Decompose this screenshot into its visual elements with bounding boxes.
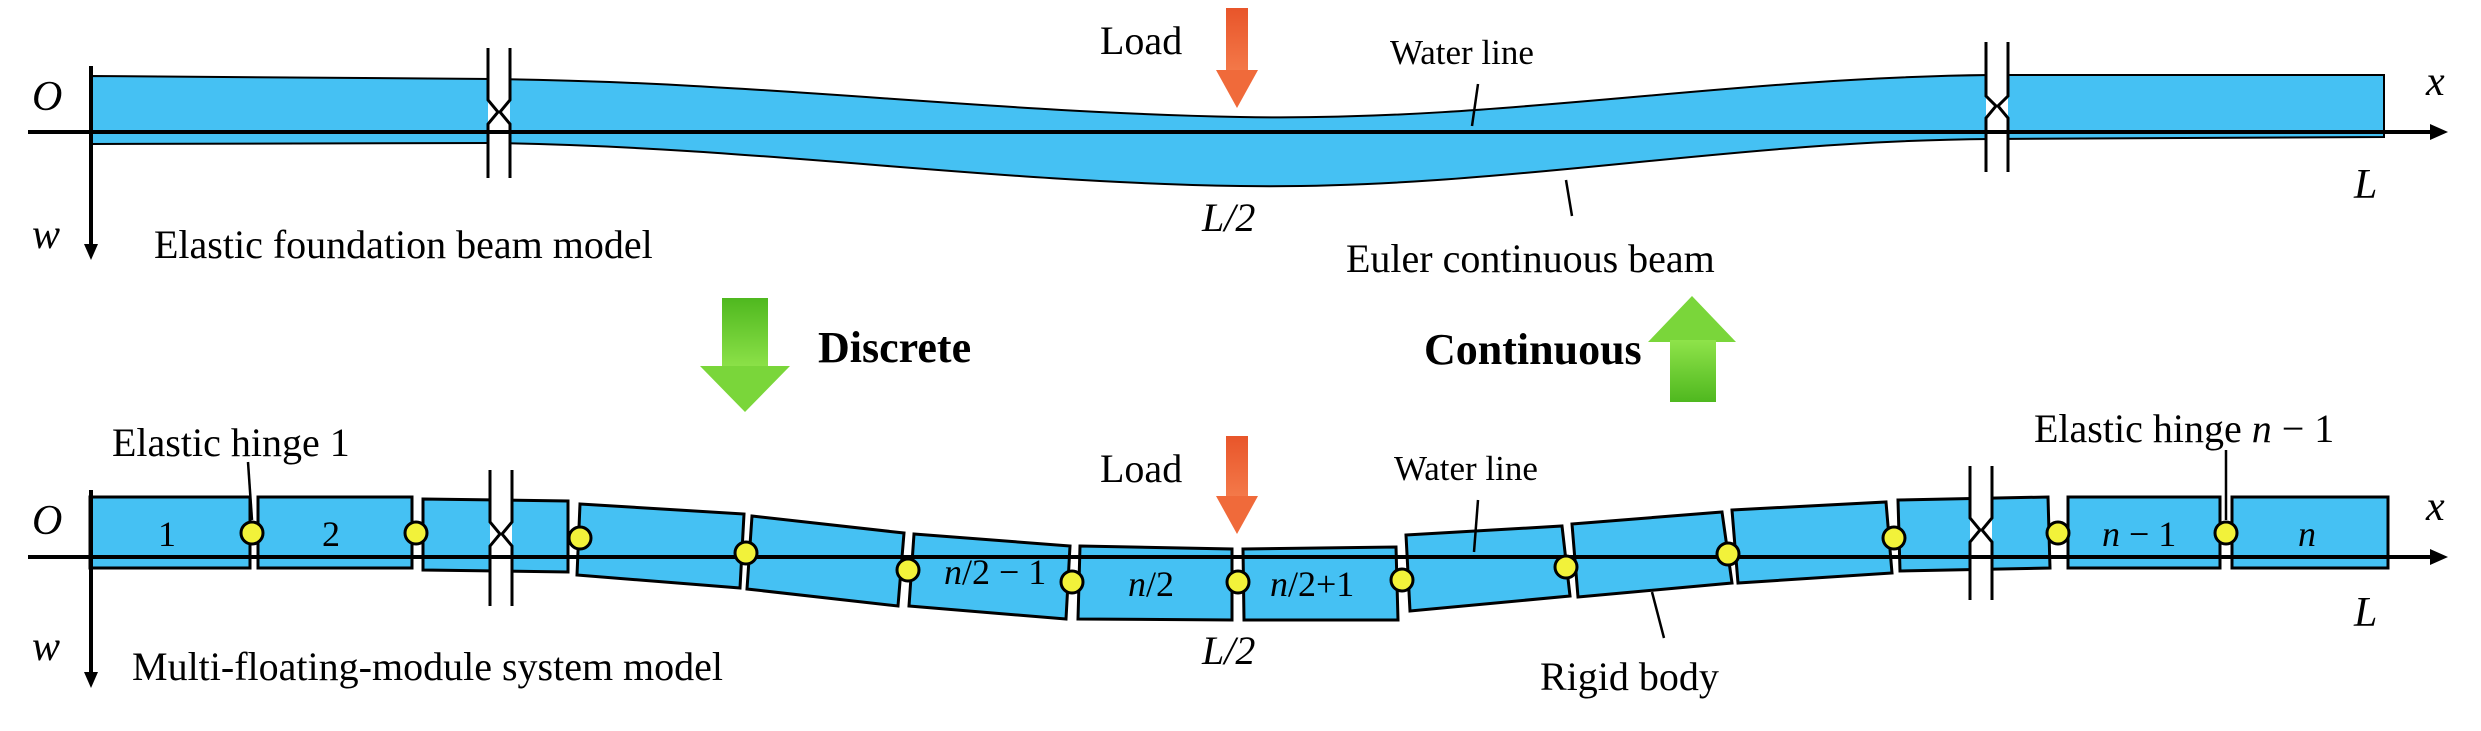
hinge-8 xyxy=(1389,567,1415,593)
hinge-n-minus-1-suffix: − 1 xyxy=(2272,406,2335,451)
bottom-break-mark-right xyxy=(1968,466,1994,600)
module-label-1: 1 xyxy=(158,514,176,554)
top-water-line-label: Water line xyxy=(1390,33,1534,72)
top-panel: O x w L L/2 Load Water line Euler contin… xyxy=(28,8,2448,281)
hinge-4 xyxy=(733,540,759,566)
module-2 xyxy=(256,495,414,570)
hinge-n-minus-1-prefix: Elastic hinge xyxy=(2034,406,2252,451)
module-5 xyxy=(745,514,906,608)
module-label-half-plus-1-var: n xyxy=(1270,564,1288,604)
module-11 xyxy=(1730,500,1894,585)
rigid-body-label: Rigid body xyxy=(1540,654,1719,699)
continuous-arrow xyxy=(1648,296,1736,402)
top-x-label: x xyxy=(2425,59,2445,105)
module-label-half-var: n xyxy=(1128,564,1146,604)
module-label-n-minus-1: n − 1 xyxy=(2102,514,2176,554)
hinge-1-label: Elastic hinge 1 xyxy=(112,420,350,465)
top-mid-label-text: L/2 xyxy=(1201,195,1255,240)
module-label-half-minus-1-var: n xyxy=(944,552,962,592)
module-7 xyxy=(1076,544,1234,622)
top-mid-label: L/2 xyxy=(1201,195,1255,240)
hinge-6 xyxy=(1059,569,1085,595)
hinge-7 xyxy=(1225,569,1251,595)
rigid-body-leader xyxy=(1650,591,1666,639)
module-label-2: 2 xyxy=(322,514,340,554)
bottom-origin-label: O xyxy=(32,498,62,544)
bottom-mid-label: L/2 xyxy=(1201,628,1255,673)
module-8 xyxy=(1241,545,1400,622)
module-label-n: n xyxy=(2298,514,2316,554)
top-water-line-leader xyxy=(1470,83,1480,127)
module-label-half-plus-1-rest: /2+1 xyxy=(1288,564,1354,604)
module-n xyxy=(2230,495,2390,570)
module-label-half-minus-1-rest: /2 − 1 xyxy=(962,552,1046,592)
hinge-10 xyxy=(1715,541,1741,567)
hinge-n-minus-1-label: Elastic hinge n − 1 xyxy=(2034,406,2334,451)
module-label-half-minus-1: n/2 − 1 xyxy=(944,552,1046,592)
bottom-load-label: Load xyxy=(1100,446,1182,491)
hinge-1-leader xyxy=(246,461,254,521)
hinge-2 xyxy=(403,520,429,546)
module-label-n-minus-1-var: n xyxy=(2102,514,2120,554)
bottom-panel: 1 2 n/2 − 1 n/2 n/2+1 n − 1 n O x w L L/… xyxy=(28,406,2448,699)
hinge-1 xyxy=(239,520,265,546)
module-label-half-plus-1: n/2+1 xyxy=(1270,564,1354,604)
hinges xyxy=(239,520,2239,595)
hinge-3 xyxy=(567,525,593,551)
bottom-w-label: w xyxy=(32,624,60,670)
break-mark-left xyxy=(486,48,512,178)
module-4 xyxy=(575,502,746,590)
bottom-x-label: x xyxy=(2425,484,2445,530)
module-label-n-minus-1-rest: − 1 xyxy=(2120,514,2176,554)
top-model-title: Elastic foundation beam model xyxy=(154,222,653,267)
top-load-label: Load xyxy=(1100,18,1182,63)
hinge-11 xyxy=(1881,525,1907,551)
top-beam-leader xyxy=(1564,179,1574,217)
top-w-axis-arrowhead xyxy=(84,244,98,260)
module-9 xyxy=(1404,524,1572,613)
break-mark-right xyxy=(1984,42,2010,172)
discrete-label: Discrete xyxy=(818,323,971,372)
top-load-arrow xyxy=(1216,8,1258,108)
hinge-n-minus-1-var: n xyxy=(2252,406,2272,451)
discrete-arrow xyxy=(700,298,790,412)
module-10 xyxy=(1570,510,1734,599)
bottom-water-line-leader xyxy=(1472,499,1480,553)
module-label-half-rest: /2 xyxy=(1146,564,1174,604)
module-n-minus-1 xyxy=(2066,495,2222,570)
middle-panel: Discrete Continuous xyxy=(700,296,1736,412)
bottom-x-axis-arrowhead xyxy=(2430,549,2448,565)
bottom-end-label: L xyxy=(2353,590,2377,636)
hinge-12 xyxy=(2045,520,2071,546)
hinge-5 xyxy=(895,557,921,583)
top-beam-label: Euler continuous beam xyxy=(1346,236,1715,281)
continuous-label: Continuous xyxy=(1424,325,1642,374)
top-origin-label: O xyxy=(32,74,62,120)
bottom-break-mark-left xyxy=(488,470,514,606)
bottom-water-line-label: Water line xyxy=(1394,449,1538,488)
top-w-label: w xyxy=(32,212,60,258)
bottom-model-title: Multi-floating-module system model xyxy=(132,644,723,689)
hinge-n-minus-1 xyxy=(2213,520,2239,546)
bottom-load-arrow xyxy=(1216,436,1258,534)
top-x-axis-arrowhead xyxy=(2430,124,2448,140)
hinge-9 xyxy=(1553,554,1579,580)
top-end-label: L xyxy=(2353,162,2377,208)
module-label-half: n/2 xyxy=(1128,564,1174,604)
bottom-w-axis-arrowhead xyxy=(84,672,98,688)
